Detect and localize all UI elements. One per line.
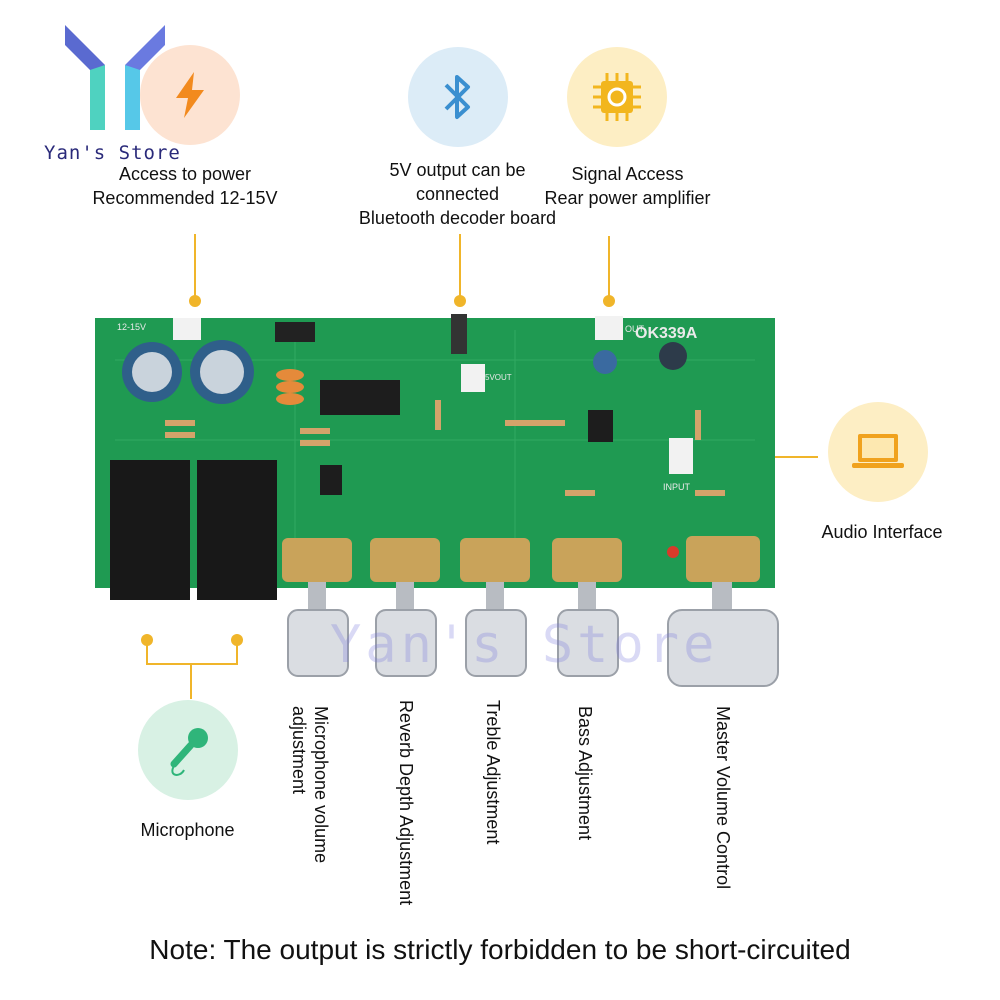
watermark: Yan's Store <box>330 615 719 675</box>
audio-callout-circle <box>828 402 928 502</box>
lightning-icon <box>176 72 204 118</box>
bluetooth-callout-circle <box>408 47 508 147</box>
knob-label-master-volume: Master Volume Control <box>713 706 733 890</box>
microphone-callout-circle <box>138 700 238 800</box>
knob-treble[interactable] <box>460 538 530 677</box>
chip-icon <box>593 73 641 121</box>
signal-label-line1: Signal Access <box>571 164 684 184</box>
bluetooth-label-line3: Bluetooth decoder board <box>358 208 557 228</box>
mic-jack-2 <box>197 460 277 600</box>
signal-label: Signal Access Rear power amplifier <box>530 162 725 210</box>
knob-label-mic-volume-line2: adjustment <box>289 706 309 795</box>
mic-leader-line-right <box>236 640 238 664</box>
audio-label: Audio Interface <box>821 522 943 542</box>
knob-label-mic-volume-line1: Microphone volume <box>311 706 331 864</box>
knob-bass[interactable] <box>552 538 622 677</box>
brand-name: Yan's Store <box>44 142 181 164</box>
power-led <box>667 546 679 558</box>
bluetooth-label-line1: 5V output can be <box>389 160 526 180</box>
signal-label-line2: Rear power amplifier <box>544 188 711 208</box>
mic-leader-line-down <box>190 663 192 699</box>
knob-mic-volume[interactable] <box>282 538 352 677</box>
power-callout-circle <box>140 45 240 145</box>
brand-logo <box>65 25 165 130</box>
signal-leader-line <box>608 236 610 300</box>
warning-note: Note: The output is strictly forbidden t… <box>149 934 851 965</box>
signal-leader-dot <box>603 295 615 307</box>
bluetooth-label-line2: connected <box>415 184 500 204</box>
power-connector <box>173 318 201 340</box>
knob-reverb-depth[interactable] <box>370 538 440 677</box>
out-connector <box>595 316 623 340</box>
laptop-icon <box>852 434 904 468</box>
mic-leader-line-left <box>146 640 148 664</box>
board-5v-text: 5VOUT <box>485 373 512 382</box>
board-input-text: INPUT <box>663 482 691 492</box>
microphone-label: Microphone <box>140 820 235 840</box>
microphone-icon <box>170 728 208 776</box>
power-label-line1: Access to power <box>118 164 252 184</box>
bluetooth-icon <box>444 75 470 119</box>
knob-label-mic-volume: Microphone volume adjustment <box>288 706 332 863</box>
bluetooth-leader-dot <box>454 295 466 307</box>
mic-jack-1 <box>110 460 190 600</box>
ic-chip <box>320 380 400 415</box>
board-out-text: OUT <box>625 324 645 334</box>
power-label: Access to power Recommended 12-15V <box>85 162 285 210</box>
bluetooth-leader-line <box>459 234 461 300</box>
signal-callout-circle <box>567 47 667 147</box>
input-connector <box>669 438 693 474</box>
bluetooth-label: 5V output can be connected Bluetooth dec… <box>345 158 570 230</box>
knob-label-treble: Treble Adjustment <box>483 700 503 845</box>
knob-label-bass: Bass Adjustment <box>575 706 595 841</box>
5v-connector <box>461 364 485 392</box>
knob-row <box>282 536 779 687</box>
board-power-text: 12-15V <box>117 322 146 332</box>
knob-master-volume[interactable] <box>667 536 779 687</box>
knob-label-reverb-depth: Reverb Depth Adjustment <box>396 700 416 906</box>
power-label-line2: Recommended 12-15V <box>92 188 278 208</box>
board-model: OK339A <box>635 325 698 342</box>
power-leader-dot <box>189 295 201 307</box>
power-leader-line <box>194 234 196 300</box>
mic-leader-line-bridge <box>146 663 238 665</box>
